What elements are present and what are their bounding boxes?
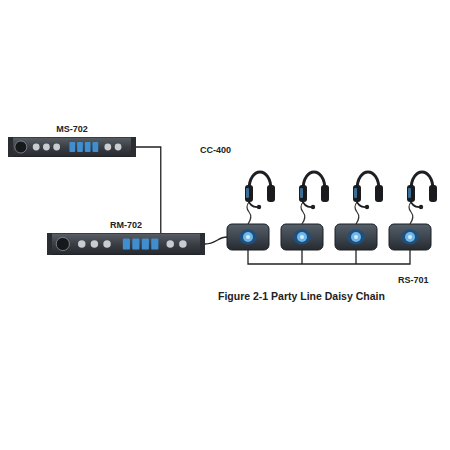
model-label: CC-400 [200, 146, 231, 156]
beltpack-icon [281, 224, 323, 250]
coil-cable [247, 202, 251, 224]
model-label: RM-702 [110, 221, 142, 231]
rack-body [8, 137, 136, 157]
headset-icon [245, 172, 275, 209]
cable [248, 250, 410, 264]
coil-cable [355, 202, 359, 224]
knob [78, 240, 85, 247]
xlr-jack [15, 141, 27, 153]
beltpack-icon [335, 224, 377, 250]
headsets [245, 172, 437, 209]
model-label: RS-701 [398, 276, 429, 286]
knob [167, 240, 174, 247]
rack-ear [200, 233, 205, 255]
knob [43, 144, 50, 151]
headset-icon [299, 172, 329, 209]
rack-ear [8, 137, 13, 157]
talk-key [85, 142, 91, 152]
figure-caption: Figure 2-1 Party Line Daisy Chain [218, 291, 385, 303]
model-label: MS-702 [56, 125, 88, 135]
talk-key [77, 142, 83, 152]
knob [53, 144, 60, 151]
beltpacks [227, 224, 431, 250]
rack-ear [131, 137, 136, 157]
talk-key [132, 239, 139, 250]
coil-cable [409, 202, 413, 224]
xlr-jack [56, 237, 69, 250]
talk-key [151, 239, 158, 250]
headset-icon [353, 172, 383, 209]
coil-cable [301, 202, 305, 224]
beltpack-icon [227, 224, 269, 250]
headset-icon [407, 172, 437, 209]
talk-key [92, 142, 98, 152]
connectors [136, 147, 161, 233]
talk-key [142, 239, 149, 250]
cable-connector [136, 147, 161, 233]
knob [115, 144, 122, 151]
knob [179, 240, 186, 247]
rack-unit: MS-702 [8, 137, 136, 157]
knob [104, 144, 111, 151]
headset-cables [247, 202, 413, 224]
beltpack-icon [389, 224, 431, 250]
rack-ear [47, 233, 52, 255]
rack-unit: RM-702 [47, 233, 205, 255]
rack-body [47, 233, 205, 255]
rack-drawing [47, 233, 205, 255]
knob [33, 144, 40, 151]
knob [103, 240, 110, 247]
rack-drawing [8, 137, 136, 157]
talk-key [123, 239, 130, 250]
knob [91, 240, 98, 247]
talk-key [69, 142, 75, 152]
cable [205, 237, 227, 244]
